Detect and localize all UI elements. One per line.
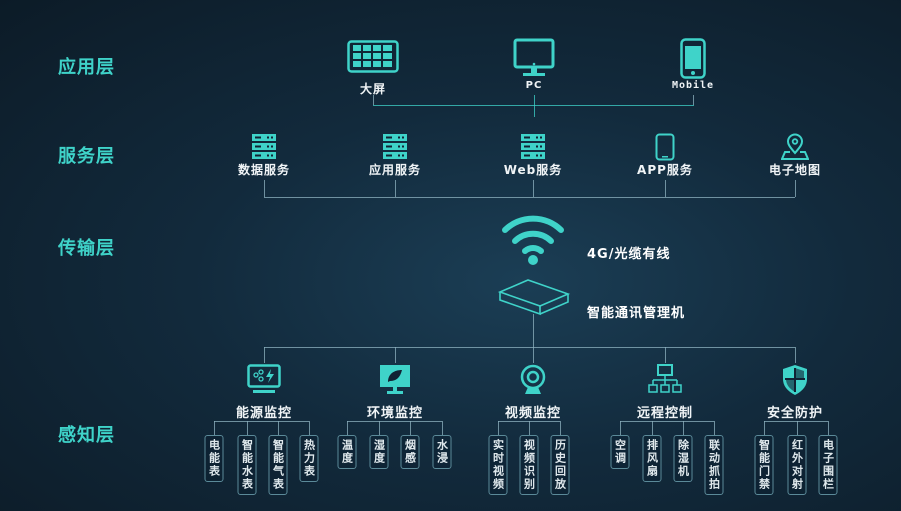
leaf-device: 水浸 (432, 435, 452, 469)
leaf-device: 实时视频 (488, 435, 508, 495)
connector (347, 421, 348, 435)
category-label: 远程控制 (636, 406, 694, 421)
connector (214, 421, 309, 422)
server-icon (520, 133, 546, 159)
connector (795, 347, 796, 363)
leaf-device: 智能气表 (268, 435, 288, 495)
connector (795, 180, 796, 197)
category-label: 视频监控 (504, 406, 562, 421)
connector (764, 421, 765, 435)
connector (442, 421, 443, 435)
connector (214, 421, 215, 435)
energy-monitor-icon (247, 364, 281, 396)
network-control-icon (648, 364, 682, 396)
layer-label-application: 应用层 (58, 57, 115, 78)
connector (264, 347, 265, 363)
leaf-monitor-icon (378, 364, 412, 396)
connector (665, 180, 666, 197)
category-label: 能源监控 (235, 406, 293, 421)
connector (379, 421, 380, 435)
connector (620, 421, 621, 435)
layer-label-perception: 感知层 (58, 425, 115, 446)
connector (533, 180, 534, 197)
category-label: 安全防护 (766, 406, 824, 421)
big-screen-icon (347, 40, 399, 73)
connector (714, 421, 715, 435)
layer-label-service: 服务层 (58, 146, 115, 167)
service-label: APP服务 (637, 163, 693, 177)
connector (652, 421, 653, 435)
connector (264, 347, 795, 348)
service-label: 应用服务 (368, 163, 422, 177)
connector (264, 197, 795, 198)
leaf-device: 电能表 (204, 435, 224, 482)
connector (529, 421, 530, 435)
connector (764, 421, 828, 422)
leaf-device: 电子围栏 (818, 435, 838, 495)
communication-device-icon (498, 278, 570, 316)
camera-icon (518, 364, 548, 396)
connector (309, 421, 310, 435)
connector (264, 180, 265, 197)
map-pin-icon (781, 133, 809, 161)
connector (620, 421, 714, 422)
app-label-big-screen: 大屏 (359, 82, 387, 96)
connector (373, 105, 694, 106)
network-label: 4G/光缆有线 (587, 247, 671, 262)
connector (665, 347, 666, 363)
service-label: 数据服务 (237, 163, 291, 177)
service-label: 电子地图 (768, 163, 822, 177)
connector (683, 421, 684, 435)
connector (560, 421, 561, 435)
app-label-mobile: Mobile (671, 80, 715, 91)
connector (395, 180, 396, 197)
leaf-device: 烟感 (400, 435, 420, 469)
leaf-device: 联动抓拍 (704, 435, 724, 495)
monitor-icon (513, 38, 555, 78)
leaf-device: 视频识别 (519, 435, 539, 495)
connector (395, 347, 396, 363)
shield-icon (781, 364, 809, 396)
service-label: Web服务 (503, 163, 563, 177)
mobile-icon (680, 38, 706, 79)
category-label: 环境监控 (366, 406, 424, 421)
leaf-device: 红外对射 (787, 435, 807, 495)
connector (693, 95, 694, 105)
connector (373, 95, 374, 105)
connector (533, 314, 534, 347)
leaf-device: 智能门禁 (754, 435, 774, 495)
connector (828, 421, 829, 435)
connector (278, 421, 279, 435)
leaf-device: 除湿机 (673, 435, 693, 482)
leaf-device: 热力表 (299, 435, 319, 482)
device-label: 智能通讯管理机 (587, 306, 686, 321)
leaf-device: 历史回放 (550, 435, 570, 495)
leaf-device: 湿度 (369, 435, 389, 469)
app-label-pc: PC (525, 80, 543, 91)
layer-label-transport: 传输层 (58, 238, 115, 259)
connector (247, 421, 248, 435)
wifi-icon (500, 212, 566, 266)
connector (498, 421, 499, 435)
connector (347, 421, 442, 422)
connector (797, 421, 798, 435)
leaf-device: 排风扇 (642, 435, 662, 482)
phone-icon (655, 133, 675, 161)
connector (534, 95, 535, 117)
server-icon (251, 133, 277, 159)
connector (533, 347, 534, 363)
connector (410, 421, 411, 435)
leaf-device: 温度 (337, 435, 357, 469)
leaf-device: 智能水表 (237, 435, 257, 495)
leaf-device: 空调 (610, 435, 630, 469)
server-icon (382, 133, 408, 159)
